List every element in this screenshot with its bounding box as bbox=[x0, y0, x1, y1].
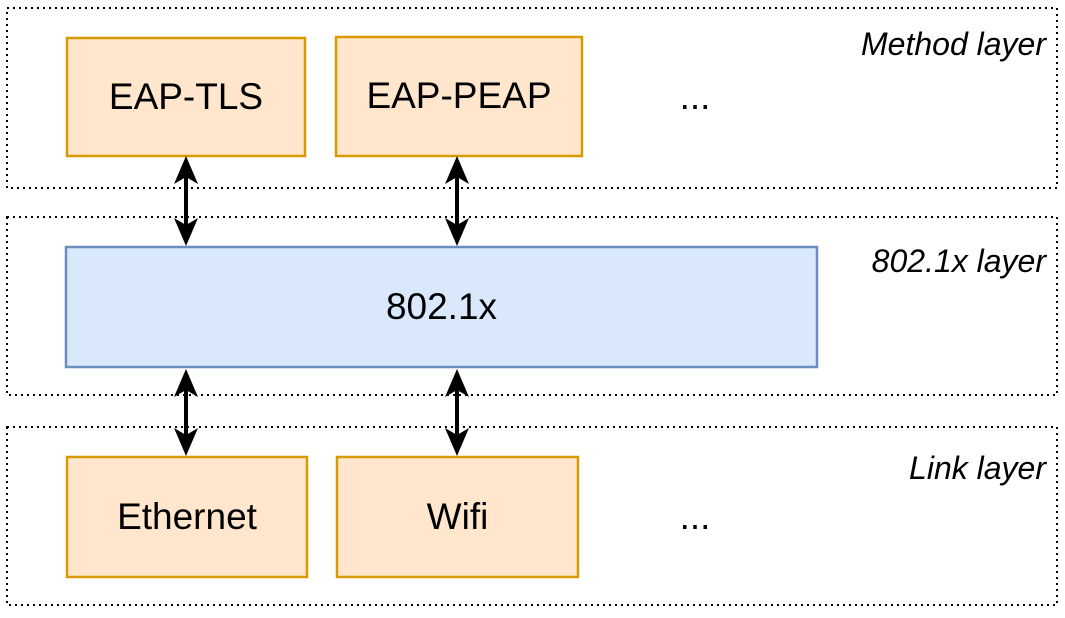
eap-tls-box bbox=[65, 36, 307, 158]
arrow-8021x-wifi bbox=[445, 369, 469, 456]
wifi-box bbox=[335, 455, 580, 579]
link-layer-outline bbox=[6, 426, 1058, 606]
8021x-box bbox=[64, 245, 819, 369]
method-layer-outline bbox=[6, 7, 1058, 189]
arrow-eap-peap-8021x bbox=[445, 156, 469, 246]
arrow-8021x-ethernet bbox=[174, 369, 198, 456]
8021x-layer-outline bbox=[6, 216, 1058, 396]
ethernet-box bbox=[65, 455, 309, 579]
eap-peap-box bbox=[334, 35, 584, 158]
arrow-eap-tls-8021x bbox=[174, 156, 198, 246]
